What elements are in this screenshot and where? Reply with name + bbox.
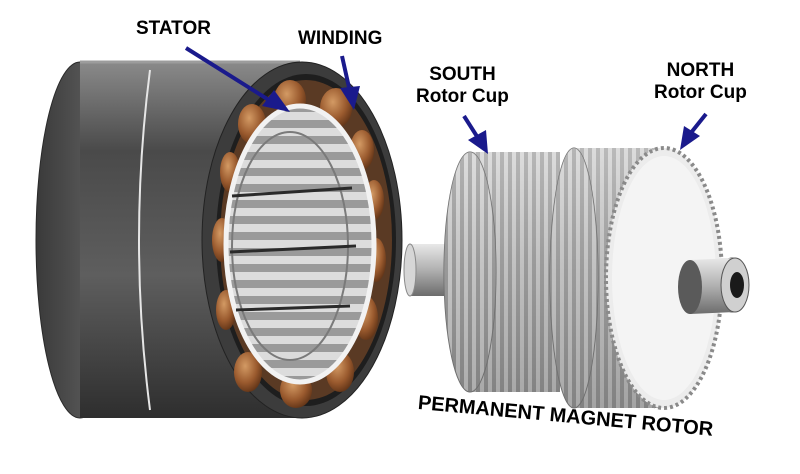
south-rotor-cup-label: SOUTH Rotor Cup <box>416 64 509 108</box>
stator-label: STATOR <box>136 18 211 40</box>
winding-arrow <box>340 55 360 110</box>
north-label-line1: NORTH <box>666 60 735 81</box>
stator-arrow <box>184 46 290 112</box>
winding-label-text: WINDING <box>298 28 383 49</box>
north-rotor-cup-label: NORTH Rotor Cup <box>654 60 747 104</box>
north-label-line2: Rotor Cup <box>654 81 747 103</box>
stator-label-text: STATOR <box>136 18 211 39</box>
north-cup-arrow <box>680 112 708 150</box>
pointer-arrows <box>184 46 708 154</box>
south-rotor-cup <box>443 151 560 393</box>
north-rotor-cup <box>549 146 750 410</box>
stator-core <box>212 80 392 408</box>
south-cup-arrow <box>462 114 488 154</box>
winding-label: WINDING <box>298 28 382 50</box>
south-label-line2: Rotor Cup <box>416 85 509 107</box>
south-label-line1: SOUTH <box>429 64 496 85</box>
